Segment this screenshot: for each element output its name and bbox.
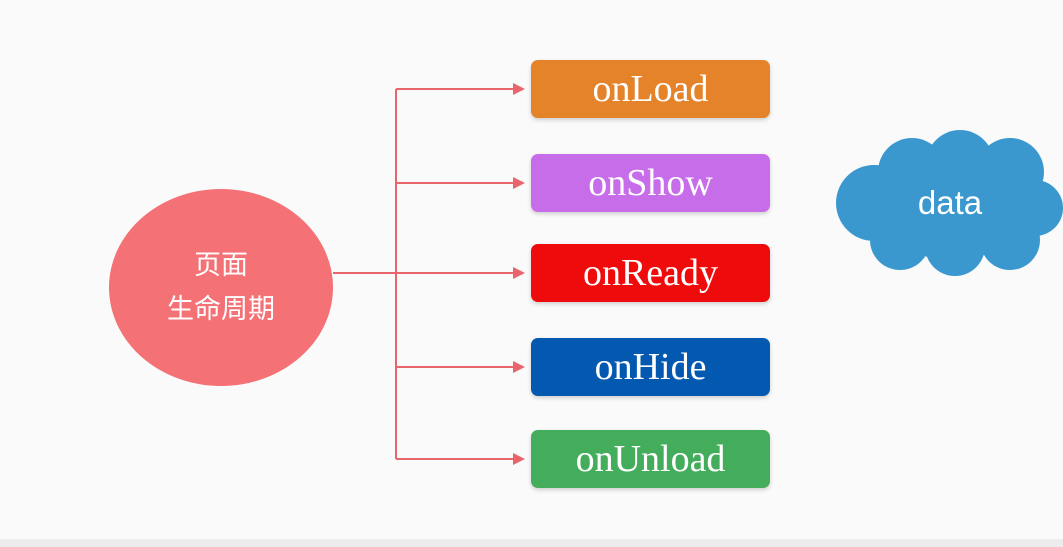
hook-label: onUnload <box>575 438 726 480</box>
hook-box-onready: onReady <box>531 244 770 302</box>
hook-label: onReady <box>582 252 719 294</box>
arrow-head-onload <box>513 83 525 95</box>
arrow-head-onshow <box>513 177 525 189</box>
hook-label: onLoad <box>592 68 709 110</box>
arrow-head-onunload <box>513 453 525 465</box>
page-lifecycle-circle: 页面 生命周期 <box>109 189 333 386</box>
hook-label: onHide <box>594 346 707 388</box>
hook-label: onShow <box>588 162 713 204</box>
cloud-label: data <box>917 184 983 221</box>
hook-box-onload: onLoad <box>531 60 770 118</box>
arrow-head-onhide <box>513 361 525 373</box>
hook-box-onshow: onShow <box>531 154 770 212</box>
bottom-strip <box>0 539 1063 547</box>
hook-box-onhide: onHide <box>531 338 770 396</box>
arrow-head-onready <box>513 267 525 279</box>
data-cloud: data <box>830 128 1063 278</box>
circle-label-line1: 页面 <box>194 249 248 281</box>
cloud-icon <box>836 130 1063 276</box>
circle-label-line2: 生命周期 <box>167 293 275 325</box>
hook-box-onunload: onUnload <box>531 430 770 488</box>
